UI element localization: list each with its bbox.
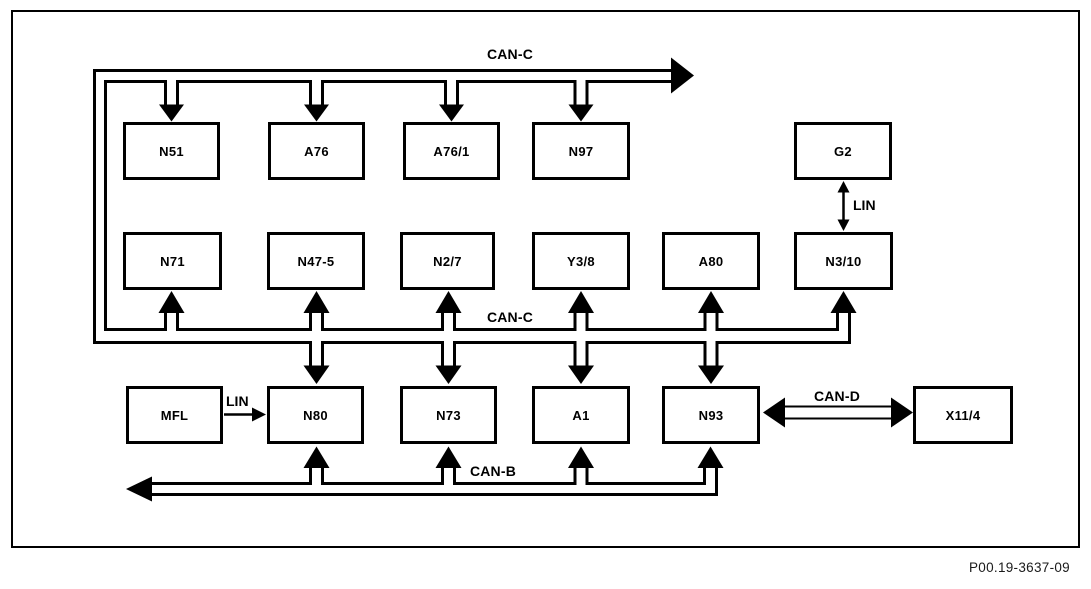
lin-g2-label: LIN (853, 197, 876, 213)
node-label: N2/7 (433, 253, 462, 269)
diagram-border (11, 10, 1080, 548)
node-label: N97 (568, 143, 594, 159)
node-label: N71 (160, 253, 185, 269)
node-n80: N80 (267, 386, 364, 444)
node-label: N73 (436, 407, 461, 423)
node-a76-1: A76/1 (403, 122, 500, 180)
lin-g2-link (837, 181, 850, 231)
node-n71: N71 (123, 232, 222, 290)
node-label: X11/4 (945, 407, 981, 423)
can-d-link (763, 397, 913, 428)
can-d-label: CAN-D (813, 388, 861, 404)
node-label: N80 (303, 407, 328, 423)
node-g2: G2 (794, 122, 892, 180)
node-label: G2 (834, 143, 852, 159)
node-n73: N73 (400, 386, 497, 444)
node-label: MFL (160, 407, 189, 423)
node-label: A76/1 (433, 143, 470, 159)
node-n51: N51 (123, 122, 220, 180)
node-n97: N97 (532, 122, 630, 180)
node-label: N93 (698, 407, 724, 423)
can-c-mid-up-branches (158, 291, 724, 333)
node-n93: N93 (662, 386, 760, 444)
node-label: N47-5 (297, 253, 335, 269)
can-c-arrowhead-icon (671, 57, 694, 94)
node-label: A80 (698, 253, 724, 269)
node-y3-8: Y3/8 (532, 232, 630, 290)
node-n3-10: N3/10 (794, 232, 893, 290)
node-a76: A76 (268, 122, 365, 180)
node-mfl: MFL (126, 386, 223, 444)
node-label: N51 (159, 143, 184, 159)
figure-number: P00.19-3637-09 (968, 560, 1070, 575)
node-a1: A1 (532, 386, 630, 444)
node-n2-7: N2/7 (400, 232, 495, 290)
node-n47-5: N47-5 (267, 232, 365, 290)
node-a80: A80 (662, 232, 760, 290)
can-b-label: CAN-B (469, 463, 517, 479)
lin-mfl-label: LIN (226, 393, 249, 409)
lin-mfl-link (224, 407, 266, 422)
node-x11-4: X11/4 (913, 386, 1013, 444)
can-c-top-label: CAN-C (486, 46, 534, 62)
can-c-mid-down-branches (303, 340, 724, 384)
arrow-up-n3-10-icon (830, 291, 857, 313)
can-b-bus (126, 446, 724, 502)
node-label: A76 (304, 143, 329, 159)
node-label: Y3/8 (567, 253, 595, 269)
node-label: N3/10 (825, 253, 862, 269)
can-b-arrowhead-icon (126, 476, 152, 502)
can-c-mid-label: CAN-C (486, 309, 534, 325)
node-label: A1 (572, 407, 590, 423)
can-c-top-branches (159, 79, 594, 122)
can-c-bus (93, 69, 851, 344)
